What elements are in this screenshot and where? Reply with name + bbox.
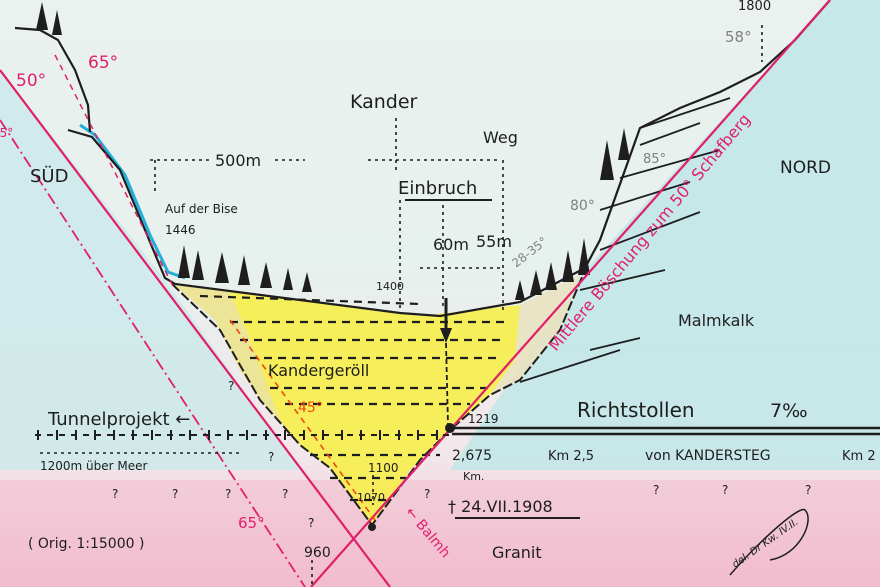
tree-icon: [545, 262, 557, 290]
question-mark: ?: [424, 487, 430, 501]
label-65-bottom: 65°: [238, 514, 265, 532]
label-km-25: Km 2,5: [548, 449, 594, 464]
label-richtstollen: Richtstollen: [577, 398, 695, 422]
tree-icon: [515, 280, 525, 300]
granit-region: [0, 480, 880, 587]
label-km-unit: Km.: [463, 470, 484, 483]
label-kandergeroell: Kandergeröll: [268, 361, 369, 380]
question-mark: ?: [805, 483, 811, 497]
breakthrough-point: [445, 423, 455, 433]
question-mark: ?: [722, 483, 728, 497]
slope-65-line: [0, 119, 306, 587]
label-60m: 60m: [433, 235, 469, 254]
question-mark: ?: [172, 487, 178, 501]
label-scale: ( Orig. 1:15000 ): [28, 536, 144, 552]
gravel-hatching: [199, 294, 510, 502]
question-mark: ?: [225, 487, 231, 501]
label-auf-der-bise: Auf der Bise: [165, 202, 238, 216]
label-58: 58°: [725, 28, 752, 46]
label-65-top: 65°: [88, 53, 118, 73]
trees: [36, 2, 630, 300]
left-cliff-upper: [14, 26, 92, 133]
tree-icon: [283, 268, 293, 290]
deep-point: [368, 523, 376, 531]
water-line-icon: [79, 123, 186, 280]
malmkalk-region: [450, 0, 880, 470]
tree-icon: [302, 272, 312, 292]
question-mark: ?: [112, 487, 118, 501]
label-500m: 500m: [215, 151, 261, 170]
tree-icon: [600, 140, 614, 180]
label-45-orange: 45°: [298, 400, 323, 416]
tree-icon: [562, 250, 574, 282]
label-80: 80°: [570, 198, 595, 214]
tree-icon: [192, 250, 204, 280]
label-date: † 24.VII.1908: [448, 497, 553, 516]
label-55m: 55m: [476, 232, 512, 251]
question-mark: ?: [282, 487, 288, 501]
slope-45-line: [229, 319, 376, 521]
tree-icon: [178, 245, 190, 278]
tree-icon: [36, 2, 48, 30]
label-50-top: 50°: [16, 71, 46, 91]
label-von-kandersteg: von KANDERSTEG: [645, 448, 771, 464]
label-1219: 1219: [468, 412, 499, 426]
collapse-shaft: [445, 342, 449, 426]
label-malmkalk: Malmkalk: [678, 311, 755, 330]
tunnelprojekt-crosses: [37, 430, 438, 440]
tree-icon: [52, 10, 62, 35]
tree-icon: [215, 252, 229, 283]
label-granit: Granit: [492, 543, 542, 562]
label-45-left: 45°: [0, 126, 13, 140]
label-ueber-meer: 1200m über Meer: [40, 459, 148, 473]
label-1100: 1100: [368, 461, 399, 475]
rock-strata: [519, 97, 731, 383]
label-weg: Weg: [483, 128, 518, 147]
tree-icon: [618, 128, 630, 160]
question-mark: ?: [653, 483, 659, 497]
label-einbruch: Einbruch: [398, 178, 477, 199]
question-mark: ?: [308, 516, 314, 530]
tree-icon: [530, 270, 542, 295]
label-1800: 1800: [738, 0, 771, 14]
north-slope-50-line: [310, 0, 831, 587]
label-1400: 1400: [376, 280, 404, 293]
label-nord: NORD: [780, 158, 831, 178]
label-1070: 1070: [357, 491, 385, 504]
gravel-edge-left: [172, 283, 300, 445]
label-85: 85°: [643, 152, 666, 167]
label-960: 960: [304, 545, 331, 561]
label-1446: 1446: [165, 223, 196, 237]
label-gradient: 7‰: [770, 400, 808, 422]
label-kander: Kander: [350, 91, 418, 113]
label-km-2: Km 2: [842, 449, 876, 464]
tree-icon: [260, 262, 272, 288]
question-mark: ?: [228, 379, 234, 393]
south-slope-50-line: [0, 69, 391, 587]
question-mark: ?: [268, 450, 274, 464]
collapse-arrowhead-icon: [440, 328, 452, 343]
label-tunnelprojekt: Tunnelprojekt ←: [47, 409, 190, 430]
terrain-profile: [67, 0, 831, 318]
label-sued: SÜD: [30, 165, 68, 187]
question-marks: ? ? ? ? ? ? ? ? ? ? ?: [112, 379, 811, 530]
signature-flourish: [729, 508, 809, 576]
guide-lines: [40, 25, 763, 587]
label-2675: 2,675: [452, 448, 492, 464]
tree-icon: [578, 238, 590, 275]
tree-icon: [238, 255, 250, 285]
